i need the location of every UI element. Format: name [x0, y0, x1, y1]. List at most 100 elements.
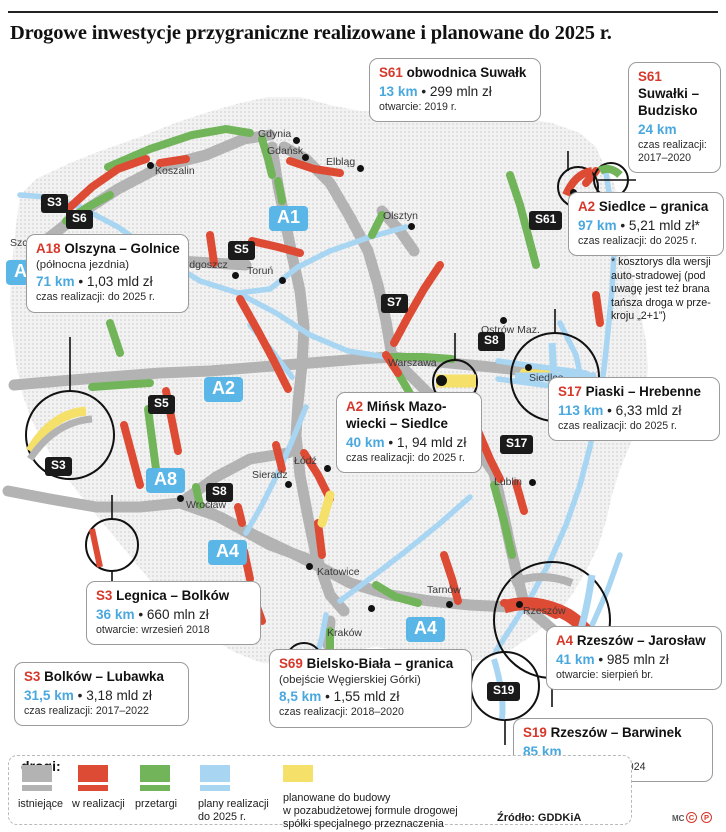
city-dot [306, 563, 313, 570]
callout-a2-minsk-mazowiecki-siedlce[interactable]: A2 Mińsk Mazo-wiecki – Siedlce 40 km • 1… [336, 392, 482, 474]
callout-title: S19 Rzeszów – Barwinek [523, 725, 682, 740]
city-dot [293, 137, 300, 144]
callout-title: S17 Piaski – Hrebenne [558, 384, 701, 399]
callout-title: S61 Suwałki – Budzisko [638, 69, 700, 118]
road-shield-a1: A1 [269, 206, 309, 231]
callout-title: A18 Olszyna – Golnice [36, 241, 180, 256]
legend-swatch-secondary [22, 785, 52, 791]
city-label: Sieradz [252, 469, 288, 481]
road-shield-a4: A4 [406, 617, 446, 642]
callout-a18-olszyna-golnice[interactable]: A18 Olszyna – Golnice (północna jezdnia)… [26, 234, 189, 313]
callout-metric: 13 km • 299 mln zł [379, 83, 492, 99]
callout-s17-piaski-hrebenne[interactable]: S17 Piaski – Hrebenne 113 km • 6,33 mld … [548, 377, 720, 442]
city-dot [368, 605, 375, 612]
callout-sub: (północna jezdnia) [36, 258, 130, 271]
callout-metric: 36 km • 660 mln zł [96, 606, 209, 622]
callout-sub: (obejście Węgierskiej Górki) [279, 673, 421, 686]
city-dot [177, 495, 184, 502]
road-shield-s5: S5 [228, 241, 255, 260]
road-shield-s8: S8 [478, 332, 505, 351]
legend-swatch-primary [200, 765, 230, 782]
city-dot [436, 375, 447, 386]
city-label: Toruń [247, 265, 274, 277]
callout-metric: 8,5 km • 1,55 mld zł [279, 689, 400, 705]
source-label: Źródło: GDDKiA [497, 812, 582, 824]
city-label: Gdańsk [267, 145, 304, 157]
road-shield-a8: A8 [146, 468, 186, 493]
road-shield-s17: S17 [500, 435, 534, 454]
road-shield-s5: S5 [148, 395, 175, 414]
city-label: Wrocław [186, 499, 227, 511]
callout-note: czas realizacji: 2017–2020 [638, 138, 707, 165]
callout-s3-bolkow-lubawka[interactable]: S3 Bolków – Lubawka 31,5 km • 3,18 mld z… [14, 662, 189, 727]
legend-label: istniejące [18, 798, 64, 810]
footnote-text: * kosztorys dla wersji auto-stradowej (p… [611, 256, 711, 323]
callout-title: S3 Legnica – Bolków [96, 588, 230, 603]
callout-a2-siedlce-granica[interactable]: A2 Siedlce – granica 97 km • 5,21 mld zł… [568, 192, 724, 257]
city-dot [285, 481, 292, 488]
callout-note: czas realizacji: do 2025 r. [558, 420, 677, 433]
legend-swatch-primary [78, 765, 108, 782]
city-label: Lublin [494, 476, 523, 488]
legend-swatch-primary [22, 765, 52, 782]
city-label: Koszalin [155, 165, 195, 177]
callout-metric: 97 km • 5,21 mld zł* [578, 217, 700, 233]
city-label: Rzeszów [523, 605, 566, 617]
callout-title: A2 Siedlce – granica [578, 199, 709, 214]
legend-box [8, 755, 632, 825]
city-label: Łódź [294, 455, 317, 467]
callout-title: S69 Bielsko-Biała – granica [279, 656, 454, 671]
callout-s61-suwalki-budzisko[interactable]: S61 Suwałki – Budzisko 24 km czas realiz… [628, 62, 721, 174]
author-credit: MC [672, 814, 685, 823]
callout-title: A2 Mińsk Mazo-wiecki – Siedlce [346, 399, 448, 431]
city-dot [324, 465, 331, 472]
callout-a4-rzeszow-jaroslaw[interactable]: A4 Rzeszów – Jarosław 41 km • 985 mln zł… [546, 626, 722, 691]
city-dot [408, 223, 415, 230]
city-label: Bydgoszcz [177, 259, 228, 271]
legend-label: planowane do budowy w pozabudżetowej for… [283, 792, 458, 830]
legend-swatch-secondary [78, 785, 108, 791]
road-shield-s6: S6 [66, 210, 93, 229]
legend-label: plany realizacji do 2025 r. [198, 798, 269, 823]
callout-metric: 40 km • 1, 94 mld zł [346, 434, 467, 450]
city-dot [446, 601, 453, 608]
city-dot [302, 154, 309, 161]
callout-s61-obwodnica-suwalk[interactable]: S61 obwodnica Suwałk 13 km • 299 mln zł … [369, 58, 541, 123]
legend-swatch-primary [140, 765, 170, 782]
roads-tenders [62, 124, 540, 659]
legend-swatch-primary [283, 765, 313, 782]
callout-metric: 71 km • 1,03 mld zł [36, 274, 153, 290]
callout-metric: 113 km • 6,33 mld zł [558, 402, 682, 418]
legend-swatch-planned_2025 [200, 765, 230, 791]
city-dot [516, 601, 523, 608]
city-label: Kraków [327, 627, 363, 639]
city-dot [529, 479, 536, 486]
road-shield-s19: S19 [487, 682, 521, 701]
callout-note: otwarcie: wrzesień 2018 [96, 624, 210, 637]
callout-note: czas realizacji: do 2025 r. [36, 291, 155, 304]
callout-title: S61 obwodnica Suwałk [379, 65, 527, 80]
road-shield-s3: S3 [41, 194, 68, 213]
city-label: Warszawa [388, 357, 437, 369]
road-shield-s61: S61 [529, 211, 563, 230]
city-label: Olsztyn [383, 210, 419, 222]
callout-title: S3 Bolków – Lubawka [24, 669, 164, 684]
city-dot [525, 364, 532, 371]
callout-s3-legnica-bolkow[interactable]: S3 Legnica – Bolków 36 km • 660 mln zł o… [86, 581, 261, 646]
callout-note: czas realizacji: 2018–2020 [279, 706, 404, 719]
creative-commons-icon: C [686, 812, 697, 823]
city-label: Tarnów [427, 584, 461, 596]
callout-note: czas realizacji: do 2025 r. [578, 235, 697, 248]
city-dot [357, 165, 364, 172]
city-dot [147, 162, 154, 169]
road-shield-s3: S3 [45, 457, 72, 476]
city-dot [232, 272, 239, 279]
legend-label: przetargi [135, 798, 178, 810]
callout-note: otwarcie: 2019 r. [379, 101, 457, 114]
legend-swatch-secondary [140, 785, 170, 791]
callout-note: czas realizacji: do 2025 r. [346, 451, 465, 464]
city-label: Gdynia [258, 128, 292, 140]
callout-s69-bielsko-biala-granica[interactable]: S69 Bielsko-Biała – granica (obejście Wę… [269, 649, 472, 728]
callout-title: A4 Rzeszów – Jarosław [556, 633, 706, 648]
city-dot [279, 277, 286, 284]
